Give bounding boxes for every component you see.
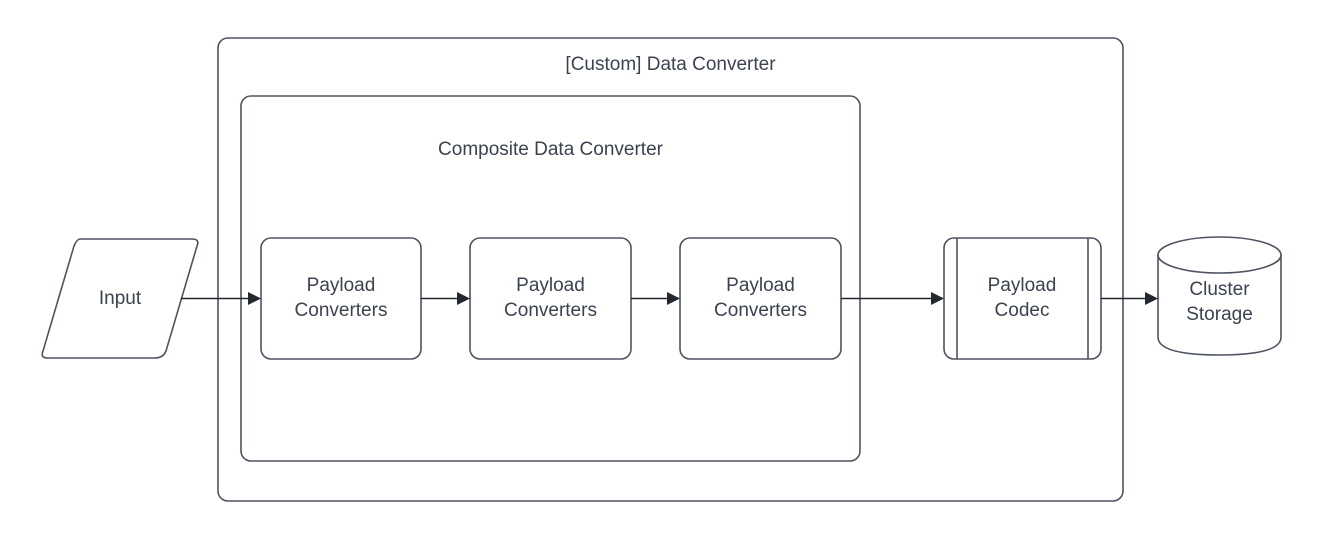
connector-payload-converters-1-to-2 xyxy=(421,292,470,305)
cluster-storage-node[interactable] xyxy=(1157,236,1282,356)
input-node[interactable] xyxy=(41,238,199,359)
payload-converters-node-3[interactable] xyxy=(679,237,842,360)
connector-payload-converters-2-to-3 xyxy=(631,292,680,305)
payload-converters-node-1[interactable] xyxy=(260,237,422,360)
connector-payload-converters-3-to-payload-codec xyxy=(841,292,944,305)
custom-data-converter-container[interactable] xyxy=(217,37,1124,502)
payload-converters-node-2[interactable] xyxy=(469,237,632,360)
composite-data-converter-container[interactable] xyxy=(240,95,861,462)
connector-input-to-payload-converters-1 xyxy=(181,292,261,305)
payload-codec-node[interactable] xyxy=(943,237,1102,360)
connector-payload-codec-to-cluster-storage xyxy=(1101,292,1158,305)
